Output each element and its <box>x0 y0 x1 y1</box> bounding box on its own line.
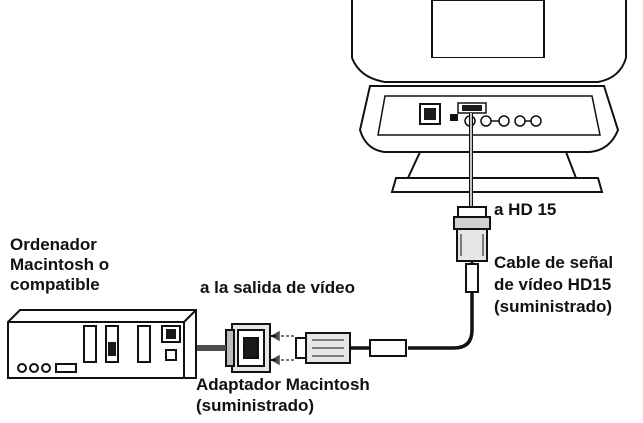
macintosh-adapter <box>226 324 276 372</box>
cable-label-line-3: (suministrado) <box>494 297 613 316</box>
monitor <box>352 0 626 192</box>
adapter-label-line-2: (suministrado) <box>196 396 315 415</box>
computer <box>8 310 196 378</box>
video-out-label: a la salida de vídeo <box>200 278 355 297</box>
cable-label-line-1: Cable de señal <box>494 253 614 272</box>
computer-label-line-1: Ordenador <box>10 235 97 254</box>
hd15-cable <box>296 113 490 363</box>
adapter-label: Adaptador Macintosh (suministrado) <box>196 374 370 416</box>
computer-label: Ordenador Macintosh o compatible <box>10 235 109 295</box>
hd15-label: a HD 15 <box>494 200 557 219</box>
cable-label-line-2: de vídeo HD15 <box>494 275 612 294</box>
adapter-label-line-1: Adaptador Macintosh <box>196 375 370 394</box>
computer-label-line-2: Macintosh o <box>10 255 110 274</box>
computer-label-line-3: compatible <box>10 275 100 294</box>
monitor-power-socket <box>420 104 440 124</box>
cable-label: Cable de señal de vídeo HD15 (suministra… <box>494 252 613 318</box>
